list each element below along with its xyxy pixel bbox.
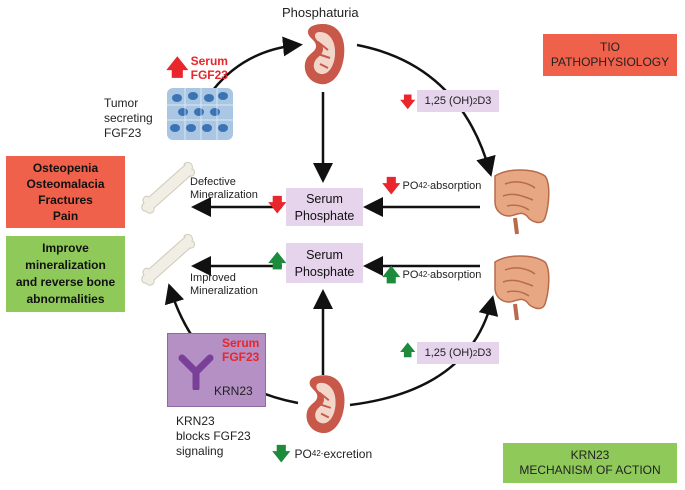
improved-mineralization-label: Improved Mineralization: [190, 272, 258, 297]
serum-fgf23-line2: FGF23: [190, 68, 228, 82]
kidney-bottom-icon: [306, 375, 345, 434]
tumor-cells-icon: [167, 88, 233, 140]
krn23-antibody-box: Serum FGF23 KRN23: [167, 333, 266, 407]
arc-kidney-to-intestine: [356, 43, 496, 177]
serum-phosphate-low: Serum Phosphate: [286, 188, 363, 226]
arrow-up-green-icon: 🡅: [268, 251, 287, 271]
krn23-moa-label: KRN23 MECHANISM OF ACTION: [503, 443, 677, 483]
arrow-up-green-po4-icon: 🡅: [382, 265, 401, 285]
tumor-label: Tumor secreting FGF23: [104, 96, 153, 140]
krn-serum-line1: Serum: [222, 336, 260, 350]
tio-pathophysiology-label: TIO PATHOPHYSIOLOGY: [543, 34, 677, 76]
arrow-up-green-vitd-icon: 🡅: [400, 342, 416, 359]
arrow-up-red-icon: 🡅: [166, 55, 189, 80]
krn23-name: KRN23: [214, 384, 253, 398]
arc-tumor-to-kidney: [212, 36, 303, 91]
serum-fgf23-increase: 🡅 Serum FGF23: [166, 54, 228, 82]
antibody-icon: [178, 354, 214, 390]
intestine-bottom-icon: [494, 255, 550, 321]
intestine-top-icon: [494, 169, 550, 235]
serum-fgf23-line1: Serum: [190, 54, 228, 68]
serum-phosphate-high: Serum Phosphate: [286, 243, 363, 283]
bone-top-icon: [141, 161, 195, 214]
bone-bottom-icon: [141, 233, 195, 286]
krn-serum-line2: FGF23: [222, 350, 260, 364]
krn23-blocks-label: KRN23 blocks FGF23 signaling: [176, 414, 251, 458]
pathology-outcome-box: Osteopenia Osteomalacia Fractures Pain: [6, 156, 125, 228]
defective-mineralization-label: Defective Mineralization: [190, 176, 258, 201]
arc-kidney-to-intestine-bottom: [349, 295, 499, 407]
phosphaturia-title: Phosphaturia: [282, 5, 359, 20]
arrow-down-red-po4-icon: 🡇: [382, 176, 401, 196]
arrow-down-green-icon: 🡇: [272, 444, 291, 464]
kidney-top-icon: [304, 24, 345, 85]
arrow-down-red-vitd-icon: 🡇: [400, 94, 416, 111]
treatment-outcome-box: Improve mineralization and reverse bone …: [6, 236, 125, 312]
arrow-down-red-icon: 🡇: [268, 195, 287, 215]
